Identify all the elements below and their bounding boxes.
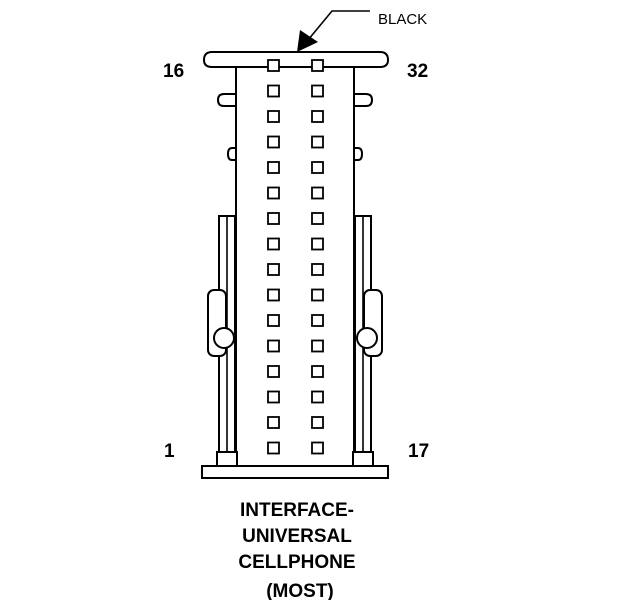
cavity xyxy=(267,186,280,200)
cavity xyxy=(267,237,280,251)
cavity xyxy=(267,314,280,327)
cavity xyxy=(267,135,280,149)
title-line-2: UNIVERSAL xyxy=(242,526,352,547)
pin-label-bottom-left: 1 xyxy=(164,441,175,462)
cavity xyxy=(311,237,324,251)
cavity-grid xyxy=(267,59,324,455)
pin-label-top-left: 16 xyxy=(163,61,184,82)
cavity xyxy=(267,263,280,276)
cavity xyxy=(311,441,324,455)
cavity xyxy=(267,161,280,174)
cavity xyxy=(311,263,324,276)
base-right-block xyxy=(352,451,374,467)
cavity xyxy=(311,339,324,353)
cavity xyxy=(311,135,324,149)
pin-label-bottom-right: 17 xyxy=(408,441,429,462)
cavity xyxy=(267,416,280,429)
color-label: BLACK xyxy=(378,11,427,28)
cavity xyxy=(267,84,280,98)
bottom-base xyxy=(201,465,389,479)
right-small-bump xyxy=(353,147,364,161)
connector-title: INTERFACE- UNIVERSAL CELLPHONE (MOST) xyxy=(238,500,355,600)
cavity xyxy=(267,441,280,455)
cavity xyxy=(311,288,324,302)
cavity xyxy=(311,416,324,429)
left-upper-bump xyxy=(216,93,237,107)
leader-arrowhead xyxy=(297,30,318,52)
pin-label-top-right: 32 xyxy=(407,61,428,82)
top-flange xyxy=(202,51,390,68)
cavity xyxy=(267,339,280,353)
cavity xyxy=(311,84,324,98)
title-line-3: CELLPHONE xyxy=(238,552,355,573)
leader-line xyxy=(307,10,370,41)
cavity xyxy=(311,390,324,404)
cavity xyxy=(267,288,280,302)
connector-housing xyxy=(201,51,390,479)
color-callout: BLACK xyxy=(297,10,427,52)
cavity xyxy=(267,365,280,378)
base-left-block xyxy=(216,451,238,467)
cavity xyxy=(267,110,280,123)
connector-body xyxy=(235,61,355,467)
cavity xyxy=(311,161,324,174)
cavity xyxy=(311,110,324,123)
cavity xyxy=(267,390,280,404)
cavity xyxy=(267,59,280,72)
cavity xyxy=(311,365,324,378)
title-line-1: INTERFACE- xyxy=(240,500,354,521)
title-line-4: (MOST) xyxy=(266,581,334,600)
cavity xyxy=(311,212,324,225)
right-upper-bump xyxy=(353,93,374,107)
cavity xyxy=(311,186,324,200)
cavity xyxy=(311,314,324,327)
cavity xyxy=(311,59,324,72)
cavity xyxy=(267,212,280,225)
left-small-bump xyxy=(226,147,237,161)
